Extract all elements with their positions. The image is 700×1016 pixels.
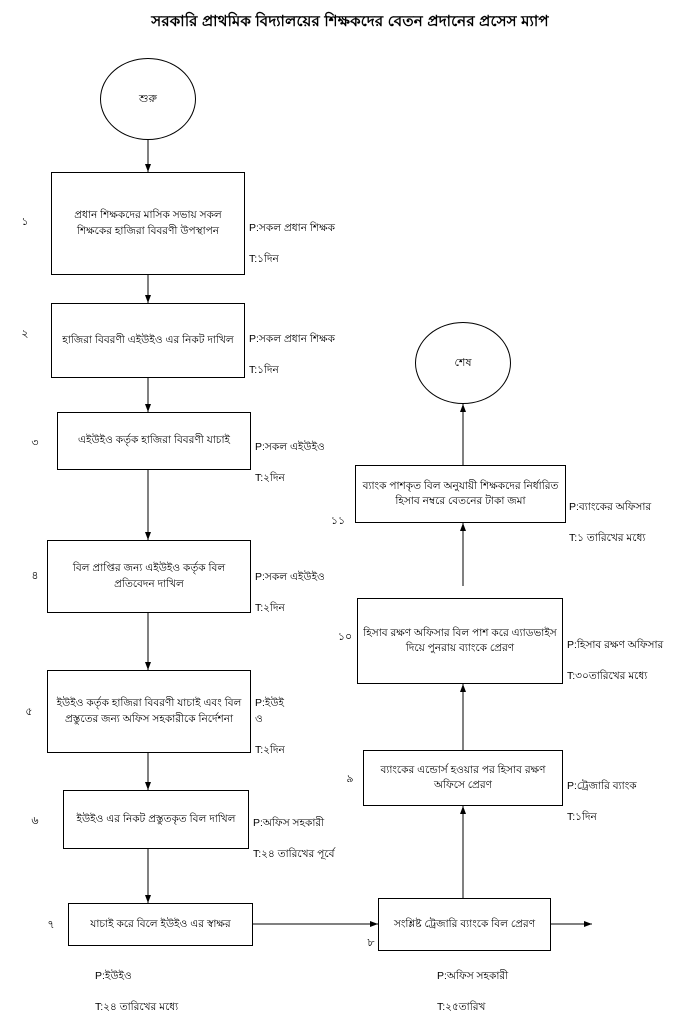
pt-label-10-t: T:৩০তারিখের মধ্যে xyxy=(567,670,648,683)
pt-label-3: P:সকল এইউইও T:২দিন xyxy=(255,424,385,487)
step-number-5: ৫ xyxy=(25,706,33,718)
pt-label-2: P:সকল প্রধান শিক্ষক T:১দিন xyxy=(249,316,379,379)
process-box-11[interactable]: ব্যাংক পাশকৃত বিল অনুযায়ী শিক্ষকদের নির… xyxy=(355,465,566,523)
pt-label-6: P:অফিস সহকারী T:২৪ তারিখের পূর্বে xyxy=(253,800,393,863)
pt-label-4: P:সকল এইউইও T:২দিন xyxy=(255,554,385,617)
pt-label-11-p: P:ব্যাংকের অফিসার xyxy=(569,500,652,513)
terminator-end: শেষ xyxy=(415,322,511,404)
step-number-6: ৬ xyxy=(31,815,39,827)
step-number-7: ৭ xyxy=(47,919,55,931)
pt-label-8-t: T:২৫তারিখ xyxy=(437,1001,486,1014)
pt-label-4-p: P:সকল এইউইও xyxy=(255,570,325,583)
pt-label-11-t: T:১ তারিখের মধ্যে xyxy=(569,532,646,545)
process-box-1[interactable]: প্রধান শিক্ষকদের মাসিক সভায় সকল শিক্ষকে… xyxy=(51,172,245,275)
terminator-start-label: শুরু xyxy=(139,92,157,105)
step-number-11: ১১ xyxy=(330,515,346,527)
process-box-9-label: ব্যাংকের এন্ডোর্স হওয়ার পর হিসাব রক্ষণ … xyxy=(380,763,546,791)
process-box-7[interactable]: যাচাই করে বিলে ইউইও এর স্বাক্ষর xyxy=(68,903,253,946)
pt-label-5-p: P:ইউই ও xyxy=(255,696,285,725)
process-box-5[interactable]: ইউইও কর্তৃক হাজিরা বিবরণী যাচাই এবং বিল … xyxy=(47,670,251,753)
page-title: সরকারি প্রাথমিক বিদ্যালয়ের শিক্ষকদের বে… xyxy=(151,13,549,30)
process-box-11-label: ব্যাংক পাশকৃত বিল অনুযায়ী শিক্ষকদের নির… xyxy=(362,479,559,507)
terminator-start: শুরু xyxy=(100,58,196,140)
pt-label-3-p: P:সকল এইউইও xyxy=(255,440,325,453)
pt-label-9-t: T:১দিন xyxy=(567,811,597,824)
step-number-1: ১ xyxy=(21,216,29,228)
pt-label-6-p: P:অফিস সহকারী xyxy=(253,816,325,829)
pt-label-2-t: T:১দিন xyxy=(249,364,279,377)
process-box-1-label: প্রধান শিক্ষকদের মাসিক সভায় সকল শিক্ষকে… xyxy=(74,209,222,237)
step-number-2: ২ xyxy=(21,328,29,340)
terminator-end-label: শেষ xyxy=(454,356,472,369)
pt-label-2-p: P:সকল প্রধান শিক্ষক xyxy=(249,332,335,345)
process-box-8[interactable]: সংশ্লিষ্ট ট্রেজারি ব্যাংকে বিল প্রেরণ xyxy=(378,898,551,951)
pt-label-4-t: T:২দিন xyxy=(255,602,285,615)
pt-label-8: P:অফিস সহকারী T:২৫তারিখ xyxy=(437,953,597,1016)
pt-label-11: P:ব্যাংকের অফিসার T:১ তারিখের মধ্যে xyxy=(569,484,700,547)
pt-label-6-t: T:২৪ তারিখের পূর্বে xyxy=(253,848,335,861)
process-box-2[interactable]: হাজিরা বিবরণী এইউইও এর নিকট দাখিল xyxy=(51,303,245,378)
process-box-10-label: হিসাব রক্ষণ অফিসার বিল পাশ করে এ্যাডভাইস… xyxy=(363,626,557,654)
pt-label-8-p: P:অফিস সহকারী xyxy=(437,969,509,982)
process-box-9[interactable]: ব্যাংকের এন্ডোর্স হওয়ার পর হিসাব রক্ষণ … xyxy=(363,750,563,806)
process-box-4-label: বিল প্রাপ্তির জন্য এইউইও কর্তৃক বিল প্রত… xyxy=(72,562,226,590)
step-number-10: ১০ xyxy=(337,631,353,643)
process-box-10[interactable]: হিসাব রক্ষণ অফিসার বিল পাশ করে এ্যাডভাইস… xyxy=(357,598,563,684)
process-box-7-label: যাচাই করে বিলে ইউইও এর স্বাক্ষর xyxy=(90,917,231,930)
pt-label-10-p: P:হিসাব রক্ষণ অফিসার xyxy=(567,638,664,651)
process-box-6[interactable]: ইউইও এর নিকট প্রস্তুতকৃত বিল দাখিল xyxy=(63,790,249,849)
process-box-5-label: ইউইও কর্তৃক হাজিরা বিবরণী যাচাই এবং বিল … xyxy=(56,697,242,725)
pt-label-3-t: T:২দিন xyxy=(255,472,285,485)
pt-label-1-t: T:১দিন xyxy=(249,253,279,266)
pt-label-5-t: T:২দিন xyxy=(255,744,285,756)
step-number-3: ৩ xyxy=(31,437,39,449)
process-box-6-label: ইউইও এর নিকট প্রস্তুতকৃত বিল দাখিল xyxy=(76,812,236,825)
pt-label-10: P:হিসাব রক্ষণ অফিসার T:৩০তারিখের মধ্যে xyxy=(567,622,699,685)
step-number-9: ৯ xyxy=(346,773,354,785)
pt-label-7: P:ইউইও T:২৪ তারিখের মধ্যে xyxy=(95,953,255,1016)
process-box-3-label: এইউইও কর্তৃক হাজিরা বিবরণী যাচাই xyxy=(78,434,230,447)
pt-label-7-p: P:ইউইও xyxy=(95,969,132,982)
step-number-8: ৮ xyxy=(367,937,375,949)
step-number-4: ৪ xyxy=(31,570,39,582)
pt-label-9-p: P:ট্রেজারি ব্যাংক xyxy=(567,779,637,792)
pt-label-5: P:ইউই ও T:২দিন xyxy=(255,680,385,759)
process-box-3[interactable]: এইউইও কর্তৃক হাজিরা বিবরণী যাচাই xyxy=(57,412,251,470)
pt-label-9: P:ট্রেজারি ব্যাংক T:১দিন xyxy=(567,763,697,826)
process-box-2-label: হাজিরা বিবরণী এইউইও এর নিকট দাখিল xyxy=(62,333,234,346)
pt-label-7-t: T:২৪ তারিখের মধ্যে xyxy=(95,1001,179,1014)
pt-label-1-p: P:সকল প্রধান শিক্ষক xyxy=(249,221,335,234)
process-box-4[interactable]: বিল প্রাপ্তির জন্য এইউইও কর্তৃক বিল প্রত… xyxy=(47,540,251,613)
process-box-8-label: সংশ্লিষ্ট ট্রেজারি ব্যাংকে বিল প্রেরণ xyxy=(393,917,536,930)
pt-label-1: P:সকল প্রধান শিক্ষক T:১দিন xyxy=(249,205,379,268)
